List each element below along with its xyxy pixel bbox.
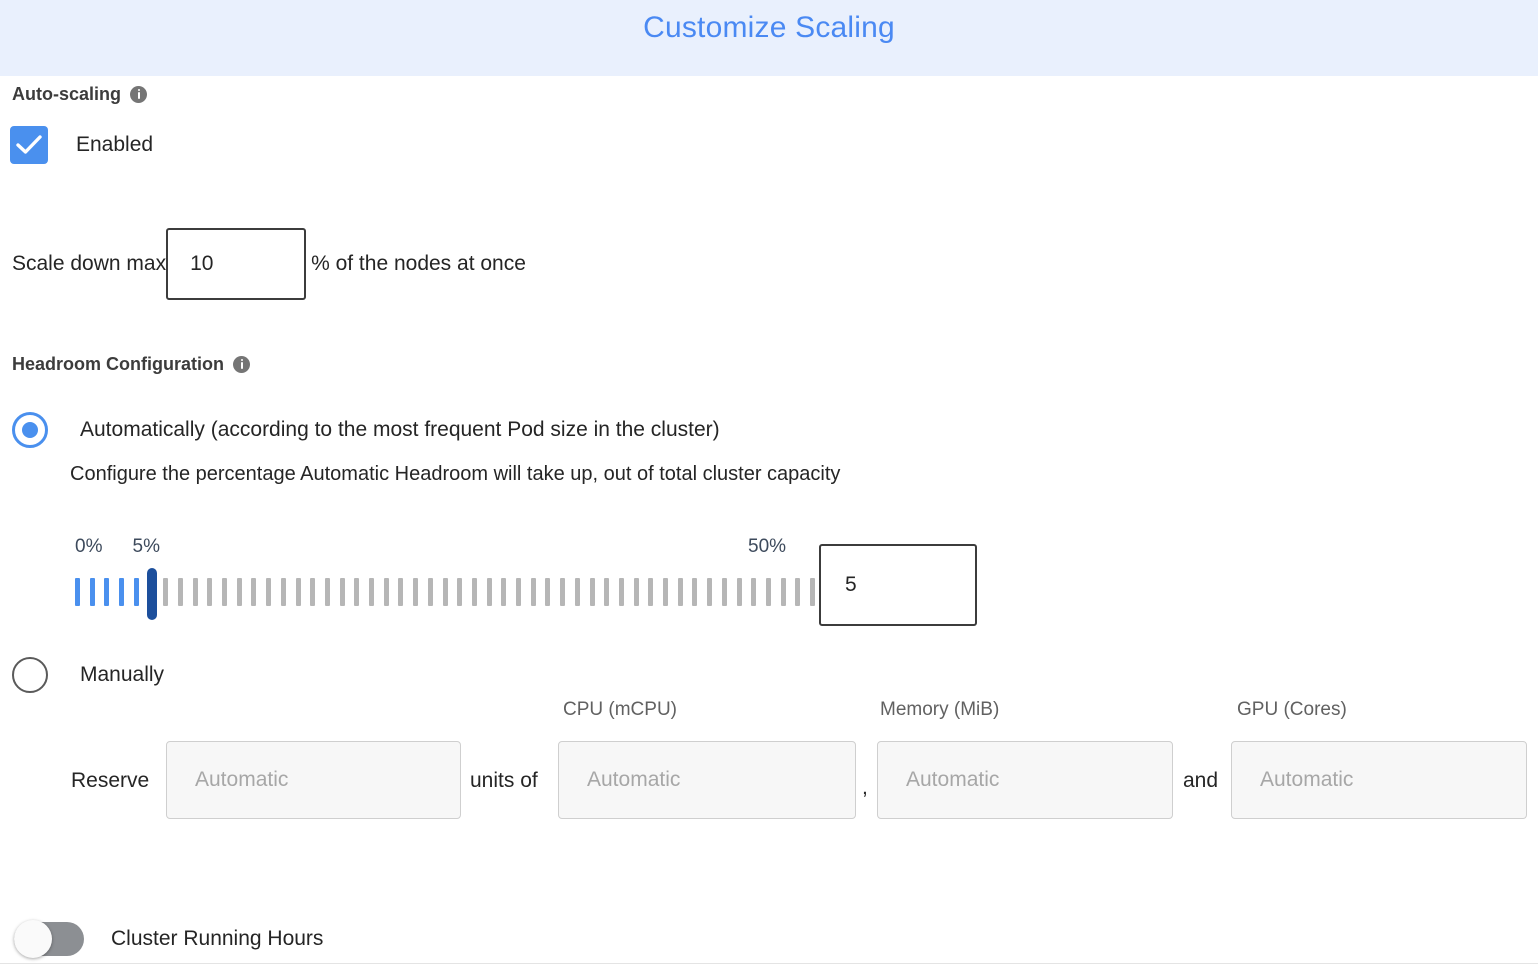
slider-tick[interactable]	[692, 578, 698, 606]
headroom-automatic-helptext: Configure the percentage Automatic Headr…	[70, 463, 841, 485]
slider-tick[interactable]	[192, 578, 198, 606]
scale-down-max-row: Scale down max % of the nodes at once	[12, 228, 526, 300]
column-header-memory: Memory (MiB)	[880, 699, 1000, 720]
headroom-automatic-option[interactable]: Automatically (according to the most fre…	[12, 412, 720, 448]
slider-tick[interactable]	[501, 578, 507, 606]
slider-tick[interactable]	[398, 578, 404, 606]
slider-min-label: 0%	[75, 536, 103, 557]
panel-header: Customize Scaling	[0, 0, 1538, 76]
slider-tick[interactable]	[442, 578, 448, 606]
bottom-divider	[0, 963, 1538, 964]
slider-tick[interactable]	[354, 578, 360, 606]
slider-tick[interactable]	[310, 578, 316, 606]
slider-max-label: 50%	[748, 536, 787, 557]
autoscaling-enabled-row[interactable]: Enabled	[10, 126, 153, 164]
slider-tick[interactable]	[222, 578, 227, 606]
reserve-label: Reserve	[71, 769, 150, 792]
slider-tick[interactable]	[486, 578, 492, 606]
slider-tick[interactable]	[677, 578, 683, 606]
reserve-memory-input[interactable]	[877, 741, 1173, 819]
autoscaling-enabled-checkbox[interactable]	[10, 126, 48, 164]
slider-tick[interactable]	[266, 578, 272, 606]
slider-tick[interactable]	[589, 578, 595, 606]
info-icon[interactable]	[233, 355, 250, 373]
headroom-automatic-radio[interactable]	[12, 412, 48, 448]
headroom-manual-option[interactable]: Manually	[12, 657, 164, 693]
cluster-running-hours-row[interactable]: Cluster Running Hours	[14, 920, 324, 958]
slider-tick[interactable]	[707, 578, 713, 606]
slider-tick[interactable]	[383, 578, 389, 606]
slider-tick[interactable]	[104, 578, 110, 606]
slider-tick[interactable]	[545, 578, 551, 606]
info-icon[interactable]	[130, 85, 148, 103]
slider-tick[interactable]	[119, 578, 125, 606]
slider-tick[interactable]	[574, 578, 580, 606]
slider-tick[interactable]	[163, 578, 169, 606]
slider-tick[interactable]	[89, 578, 95, 606]
slider-tick[interactable]	[618, 578, 624, 606]
slider-tick[interactable]	[339, 578, 345, 606]
scale-down-max-label: Scale down max	[12, 252, 167, 275]
headroom-section-text: Headroom Configuration	[12, 354, 224, 374]
cluster-running-hours-label: Cluster Running Hours	[111, 927, 324, 950]
headroom-percentage-input[interactable]	[819, 544, 977, 626]
autoscaling-section-label: Auto-scaling	[12, 84, 148, 105]
headroom-manual-radio[interactable]	[12, 657, 48, 693]
autoscaling-section-text: Auto-scaling	[12, 84, 122, 104]
slider-tick[interactable]	[530, 578, 536, 606]
slider-tick[interactable]	[251, 578, 257, 606]
slider-tick[interactable]	[604, 578, 610, 606]
column-header-gpu: GPU (Cores)	[1237, 699, 1347, 720]
page-title: Customize Scaling	[643, 11, 895, 44]
scale-down-max-input[interactable]	[166, 228, 307, 300]
slider-tick[interactable]	[280, 578, 286, 606]
units-of-label: units of	[470, 769, 538, 792]
slider-track[interactable]	[75, 568, 815, 620]
scale-down-max-suffix: % of the nodes at once	[311, 252, 526, 275]
slider-tick[interactable]	[736, 578, 742, 606]
toggle-knob	[14, 920, 52, 958]
slider-tick[interactable]	[207, 578, 213, 606]
slider-thumb[interactable]	[146, 568, 157, 620]
and-separator: and	[1183, 769, 1219, 792]
slider-tick[interactable]	[236, 578, 242, 606]
slider-tick[interactable]	[295, 578, 301, 606]
slider-tick[interactable]	[369, 578, 374, 606]
slider-tick[interactable]	[75, 578, 80, 606]
reserve-cpu-input[interactable]	[558, 741, 856, 819]
slider-tick[interactable]	[633, 578, 639, 606]
slider-tick[interactable]	[133, 578, 139, 606]
reserve-units-input[interactable]	[166, 741, 461, 819]
slider-tick[interactable]	[780, 578, 786, 606]
check-icon	[16, 135, 42, 154]
slider-tick[interactable]	[560, 578, 566, 606]
slider-tick[interactable]	[427, 578, 433, 606]
slider-tick[interactable]	[810, 578, 815, 606]
slider-tick[interactable]	[471, 578, 477, 606]
slider-tick[interactable]	[663, 578, 668, 606]
slider-tick[interactable]	[765, 578, 771, 606]
comma-separator: ,	[862, 776, 868, 799]
slider-tick[interactable]	[751, 578, 757, 606]
slider-tick[interactable]	[516, 578, 521, 606]
slider-tick[interactable]	[648, 578, 654, 606]
slider-tick[interactable]	[324, 578, 330, 606]
slider-tick[interactable]	[721, 578, 727, 606]
slider-tick[interactable]	[795, 578, 801, 606]
slider-tick[interactable]	[413, 578, 419, 606]
cluster-running-hours-toggle[interactable]	[14, 920, 84, 958]
column-header-cpu: CPU (mCPU)	[563, 699, 677, 720]
headroom-manual-label: Manually	[80, 663, 165, 686]
reserve-gpu-input[interactable]	[1231, 741, 1527, 819]
slider-tick[interactable]	[457, 578, 463, 606]
autoscaling-enabled-label: Enabled	[76, 133, 154, 156]
headroom-automatic-label: Automatically (according to the most fre…	[80, 418, 720, 441]
slider-tick[interactable]	[177, 578, 183, 606]
headroom-section-label: Headroom Configuration	[12, 354, 250, 375]
slider-current-label: 5%	[132, 536, 160, 557]
